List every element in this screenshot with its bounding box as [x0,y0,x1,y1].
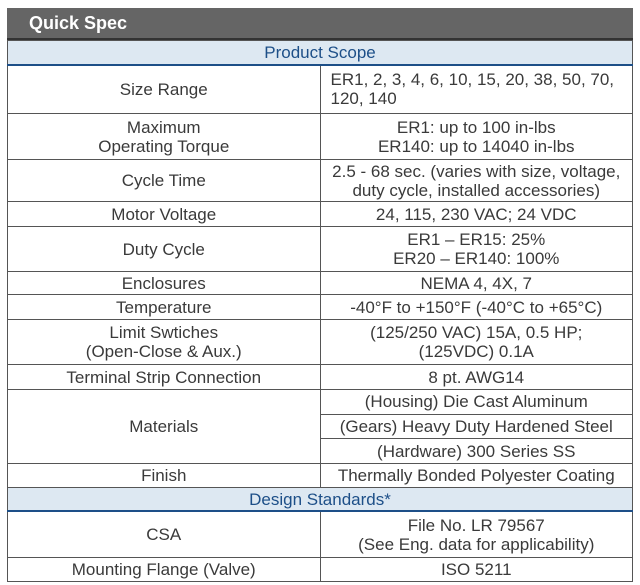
spec-label: Terminal Strip Connection [7,364,321,390]
spec-value: (Gears) Heavy Duty Hardened Steel [319,413,633,440]
spec-value: ER1: up to 100 in-lbs ER140: up to 14040… [319,113,633,160]
spec-value: ISO 5211 [319,556,633,582]
spec-value: (125/250 VAC) 15A, 0.5 HP; (125VDC) 0.1A [319,319,633,365]
spec-label: Limit Swtiches (Open-Close & Aux.) [7,319,321,365]
table-title: Quick Spec [7,8,633,40]
spec-label: Motor Voltage [7,201,321,227]
spec-value: 24, 115, 230 VAC; 24 VDC [319,201,633,227]
section-title: Design Standards* [7,486,633,513]
spec-value: 2.5 - 68 sec. (varies with size, voltage… [319,159,633,202]
spec-row: Limit Swtiches (Open-Close & Aux.)(125/2… [7,319,633,365]
spec-row: Mounting Flange (Valve)ISO 5211 [7,556,633,582]
section-title: Product Scope [7,40,633,66]
spec-row: (Gears) Heavy Duty Hardened Steel [8,413,633,440]
spec-value: NEMA 4, 4X, 7 [319,271,633,295]
spec-value: Thermally Bonded Polyester Coating [319,462,633,488]
spec-value: (Hardware) 300 Series SS [319,438,633,464]
spec-label: Enclosures [7,271,321,295]
spec-row: Temperature-40°F to +150°F (-40°C to +65… [7,294,633,320]
spec-label: Duty Cycle [7,226,321,272]
spec-value: -40°F to +150°F (-40°C to +65°C) [319,294,633,320]
spec-label: Materials [7,389,321,464]
spec-label: Size Range [7,64,321,114]
spec-value: ER1 – ER15: 25% ER20 – ER140: 100% [319,226,633,272]
spec-label: Maximum Operating Torque [7,113,321,160]
spec-value: ER1, 2, 3, 4, 6, 10, 15, 20, 38, 50, 70,… [319,64,633,114]
spec-value: File No. LR 79567 (See Eng. data for app… [319,510,633,558]
section-header: Design Standards* [7,486,633,513]
spec-row: Materials(Housing) Die Cast Aluminum [7,389,633,464]
spec-label: Cycle Time [7,159,321,202]
section-header: Product Scope [7,40,633,66]
spec-label: Finish [7,462,321,488]
spec-label: Mounting Flange (Valve) [7,556,321,582]
spec-label: CSA [7,510,321,558]
spec-value: (Housing) Die Cast Aluminum [319,389,633,415]
spec-value: 8 pt. AWG14 [319,364,633,390]
spec-label: Temperature [7,294,321,320]
